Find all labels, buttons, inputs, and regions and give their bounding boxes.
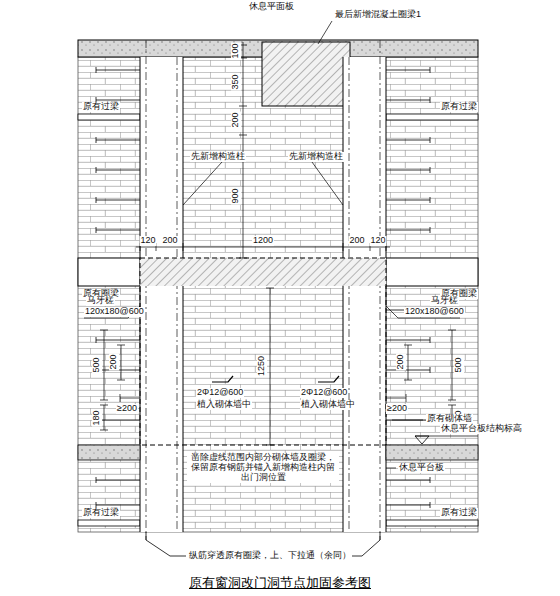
dimension-text: 900 <box>231 187 241 204</box>
callout-label: 马牙槎 <box>430 296 459 306</box>
figure-caption: 原有窗洞改门洞节点加固参考图 <box>189 574 371 592</box>
dimension-text: 500 <box>92 356 102 373</box>
tie-bar <box>96 502 430 508</box>
dimension-text: 1250 <box>257 355 267 377</box>
note-text: 凿除虚线范围内部分砌体墙及圈梁，保留原有钢筋并锚入新增构造柱内留出门洞位置 <box>187 453 339 483</box>
tie-bar <box>96 167 430 173</box>
callout-label: 120x180@600 <box>84 307 145 317</box>
callout-label: 原有过梁 <box>82 508 120 518</box>
dimension-text: 120 <box>369 236 386 246</box>
dimension-text: 1200 <box>252 236 274 246</box>
dimension-text: 200 <box>348 236 365 246</box>
dimension-text: 120 <box>139 236 156 246</box>
tie-bar <box>96 67 430 73</box>
callout-label: 2Φ12@600 <box>196 388 244 398</box>
callout-label: 马牙槎 <box>86 296 115 306</box>
dimension-text: 200 <box>109 353 119 370</box>
callout-label: 先新增构造柱 <box>288 152 344 162</box>
tie-bar <box>96 197 430 203</box>
callout-label: 植入砌体墙中 <box>300 400 356 410</box>
dimension-text: 200 <box>396 353 406 370</box>
dimension-text: 200 <box>231 111 241 128</box>
callout-label: 最后新增混凝土圈梁1 <box>334 10 422 20</box>
dimension-text: 350 <box>231 73 241 90</box>
dimension-text: 100 <box>231 42 241 59</box>
tie-bar <box>96 307 430 313</box>
callout-label: 植入砌体墙中 <box>196 400 252 410</box>
tie-bar <box>96 137 430 143</box>
callout-label: 原有过梁 <box>440 102 478 112</box>
callout-label: ≥200 <box>386 404 408 414</box>
tie-bar <box>96 337 430 343</box>
callout-label: 休息平台板 <box>398 463 445 473</box>
callout-label: 原有过梁 <box>440 508 478 518</box>
dimension-text: 500 <box>454 356 464 373</box>
callout-label: 2Φ12@600 <box>300 388 348 398</box>
callout-label: 休息平面板 <box>248 2 295 12</box>
callout-label: ≥200 <box>116 404 138 414</box>
tie-bar <box>96 417 430 423</box>
callout-label: 休息平台板结构标高 <box>440 424 523 434</box>
tie-bar <box>96 97 430 103</box>
callout-label: 120x180@600 <box>404 307 465 317</box>
dimension-text: 200 <box>161 236 178 246</box>
callout-label: 原有过梁 <box>82 102 120 112</box>
callout-label: 纵筋穿透原有圈梁，上、下拉通（余同） <box>188 551 352 561</box>
callout-label: 先新增构造柱 <box>190 152 246 162</box>
tie-bar <box>96 227 430 233</box>
callout-label: 原有砌体墙 <box>426 414 473 424</box>
dimension-text: 180 <box>92 409 102 426</box>
